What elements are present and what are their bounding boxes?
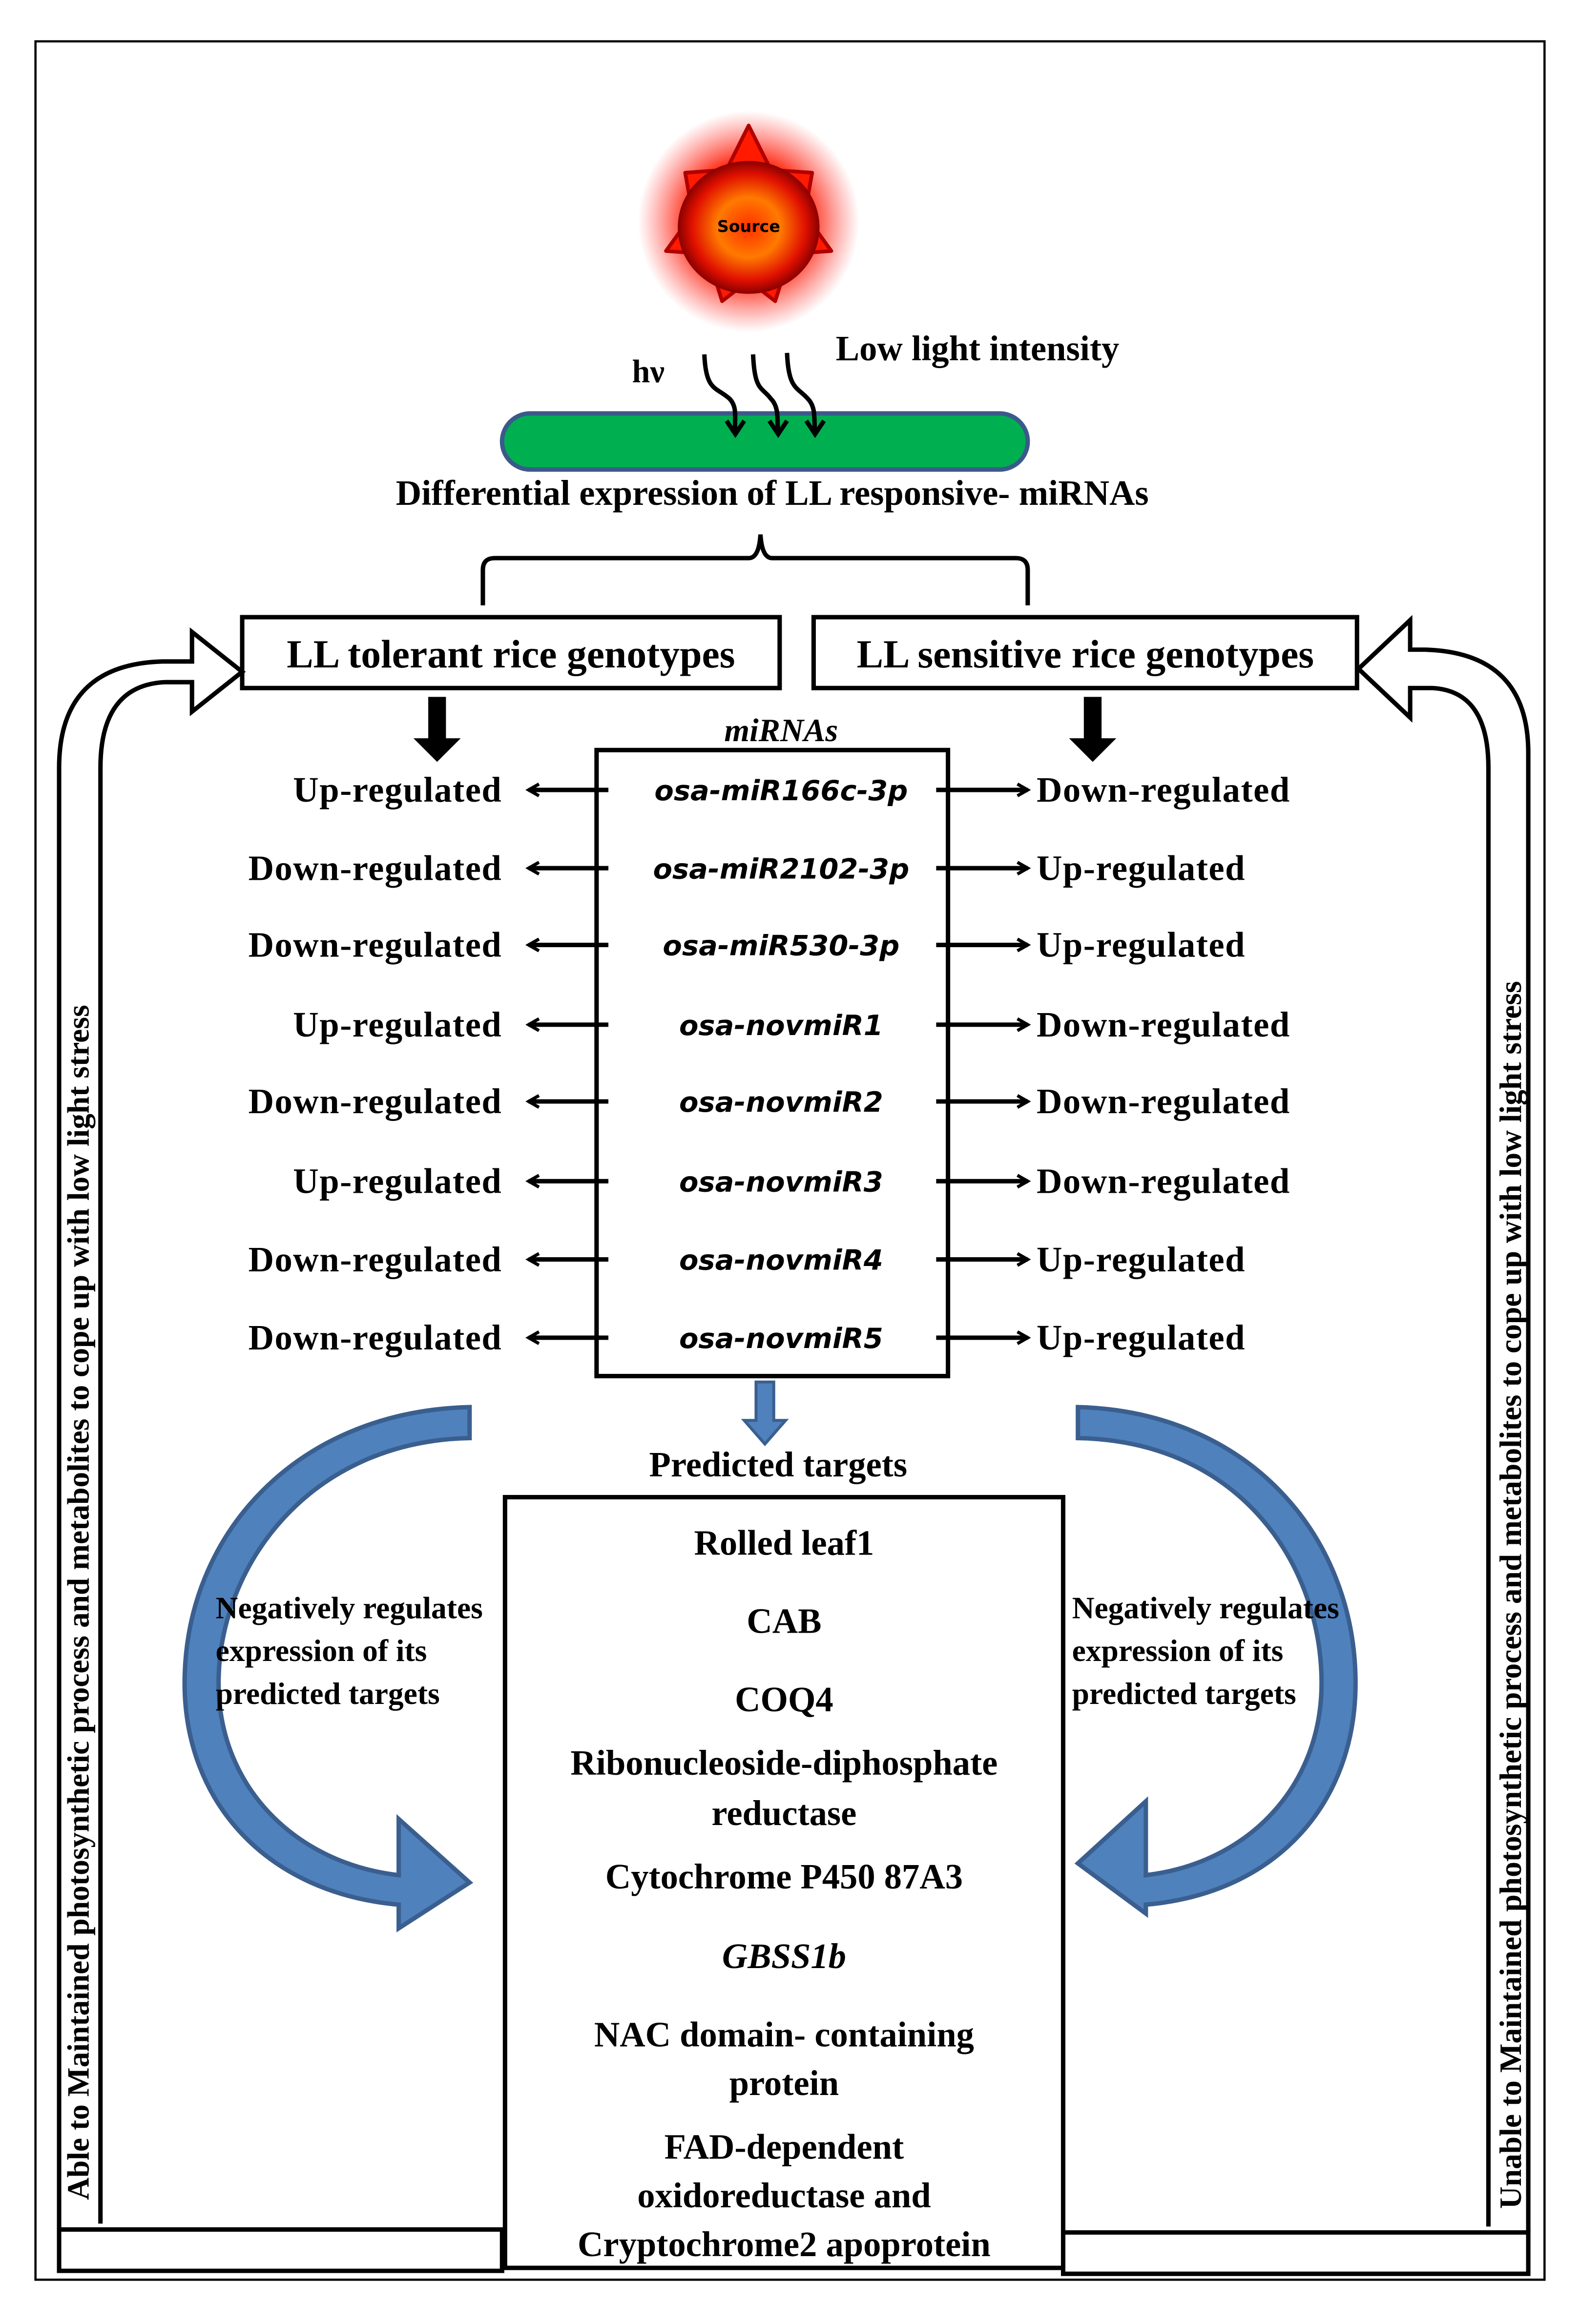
mirna-row: osa-miR530-3p Down-regulated Up-regulated <box>249 925 1246 965</box>
right-side-label: Unable to Maintained photosynthetic proc… <box>1493 981 1528 2209</box>
mirna-name: osa-novmiR1 <box>679 1009 883 1042</box>
split-brace <box>480 534 1030 605</box>
mirna-box <box>594 747 951 1379</box>
mirna-name: osa-miR166c-3p <box>654 774 908 807</box>
note-line: predicted targets <box>216 1676 440 1711</box>
target-item: CAB <box>747 1601 821 1641</box>
sensitive-regulation: Down-regulated <box>1037 1081 1290 1121</box>
target-line: COQ4 <box>735 1680 833 1719</box>
tolerant-genotype-label: LL tolerant rice genotypes <box>287 632 735 676</box>
right-curved-arrow <box>1074 1405 1358 1918</box>
note-line: predicted targets <box>1072 1676 1296 1711</box>
mirna-name: osa-novmiR2 <box>679 1086 883 1119</box>
tolerant-down-arrow <box>413 697 461 762</box>
mirna-row: osa-novmiR2 Down-regulated Down-regulated <box>249 1081 1290 1121</box>
source-label: Source <box>717 217 780 236</box>
light-ray-arrows <box>702 353 826 438</box>
sensitive-down-arrow <box>1069 697 1117 762</box>
target-line: NAC domain- containing <box>594 2014 974 2054</box>
targets-down-arrow <box>741 1380 789 1447</box>
tolerant-regulation: Up-regulated <box>293 1005 502 1044</box>
right-regulation-note: Negatively regulates expression of its pre… <box>1072 1590 1339 1710</box>
note-line: expression of its <box>216 1633 427 1668</box>
leaf-icon <box>499 411 1030 472</box>
tolerant-regulation: Down-regulated <box>249 925 502 965</box>
mirna-name: osa-novmiR5 <box>679 1322 883 1355</box>
sensitive-regulation: Up-regulated <box>1037 1240 1246 1279</box>
hv-label: hν <box>632 354 665 390</box>
sensitive-regulation: Up-regulated <box>1037 1318 1246 1357</box>
mirna-name: osa-miR2102-3p <box>653 852 909 885</box>
target-line: CAB <box>747 1601 821 1641</box>
left-curved-arrow <box>182 1405 474 1932</box>
note-line: Negatively regulates <box>1072 1590 1339 1625</box>
differential-title: Differential expression of LL responsive… <box>396 473 1149 513</box>
low-light-label: Low light intensity <box>836 329 1120 368</box>
note-line: expression of its <box>1072 1633 1284 1668</box>
mirna-row: osa-novmiR4 Down-regulated Up-regulated <box>249 1240 1246 1279</box>
target-line: protein <box>729 2063 839 2103</box>
mirna-name: osa-novmiR4 <box>679 1244 883 1277</box>
sensitive-regulation: Up-regulated <box>1037 848 1246 888</box>
left-side-label: Able to Maintained photosynthetic proces… <box>61 1005 96 2200</box>
target-item: GBSS1b <box>722 1936 846 1976</box>
target-line: GBSS1b <box>722 1936 846 1976</box>
mirna-name: osa-miR530-3p <box>663 930 899 962</box>
mirna-row: osa-novmiR1 Up-regulated Down-regulated <box>293 1005 1290 1044</box>
target-line: Cryptochrome2 apoprotein <box>578 2224 991 2264</box>
sensitive-regulation: Down-regulated <box>1037 1005 1290 1044</box>
target-item: Ribonucleoside-diphosphate reductase <box>570 1743 998 1833</box>
tolerant-regulation: Down-regulated <box>249 1318 502 1357</box>
target-line: Rolled leaf1 <box>694 1523 874 1562</box>
left-feedback-arrow: Able to Maintained photosynthetic proces… <box>57 627 504 2273</box>
target-item: COQ4 <box>735 1680 833 1719</box>
note-line: Negatively regulates <box>216 1590 483 1625</box>
target-item: Rolled leaf1 <box>694 1523 874 1562</box>
tolerant-regulation: Up-regulated <box>293 1162 502 1201</box>
target-line: Cytochrome P450 87A3 <box>605 1857 963 1896</box>
mirna-row: osa-novmiR3 Up-regulated Down-regulated <box>293 1162 1290 1201</box>
left-regulation-note: Negatively regulates expression of its pre… <box>216 1590 483 1710</box>
target-line: reductase <box>711 1793 856 1833</box>
target-line: Ribonucleoside-diphosphate <box>570 1743 998 1783</box>
mirna-row: osa-novmiR5 Down-regulated Up-regulated <box>249 1318 1246 1357</box>
tolerant-regulation: Down-regulated <box>249 1081 502 1121</box>
sensitive-regulation: Down-regulated <box>1037 770 1290 809</box>
sensitive-genotype-label: LL sensitive rice genotypes <box>857 632 1314 676</box>
target-item: Cytochrome P450 87A3 <box>605 1857 963 1896</box>
mirna-header: miRNAs <box>724 713 838 748</box>
target-item: FAD-dependent oxidoreductase andCryptochr… <box>578 2127 991 2264</box>
light-source-icon: Source <box>638 110 860 332</box>
right-feedback-arrow: Unable to Maintained photosynthetic proc… <box>1060 615 1531 2276</box>
mirna-row: osa-miR2102-3p Down-regulated Up-regulated <box>249 848 1246 888</box>
target-line: oxidoreductase and <box>637 2176 931 2215</box>
sensitive-regulation: Down-regulated <box>1037 1162 1290 1201</box>
tolerant-genotype-box: LL tolerant rice genotypes <box>240 615 782 690</box>
mirna-name: osa-novmiR3 <box>679 1165 883 1198</box>
targets-box <box>502 1494 1066 2270</box>
sensitive-genotype-box: LL sensitive rice genotypes <box>811 615 1359 690</box>
sensitive-regulation: Up-regulated <box>1037 925 1246 965</box>
outer-frame <box>34 40 1546 2281</box>
tolerant-regulation: Up-regulated <box>293 770 502 809</box>
mirna-row: osa-miR166c-3p Up-regulated Down-regulated <box>293 770 1290 809</box>
tolerant-regulation: Down-regulated <box>249 1240 502 1279</box>
targets-header: Predicted targets <box>649 1445 908 1484</box>
tolerant-regulation: Down-regulated <box>249 848 502 888</box>
target-line: FAD-dependent <box>665 2127 904 2166</box>
target-item: NAC domain- containing protein <box>594 2014 974 2103</box>
